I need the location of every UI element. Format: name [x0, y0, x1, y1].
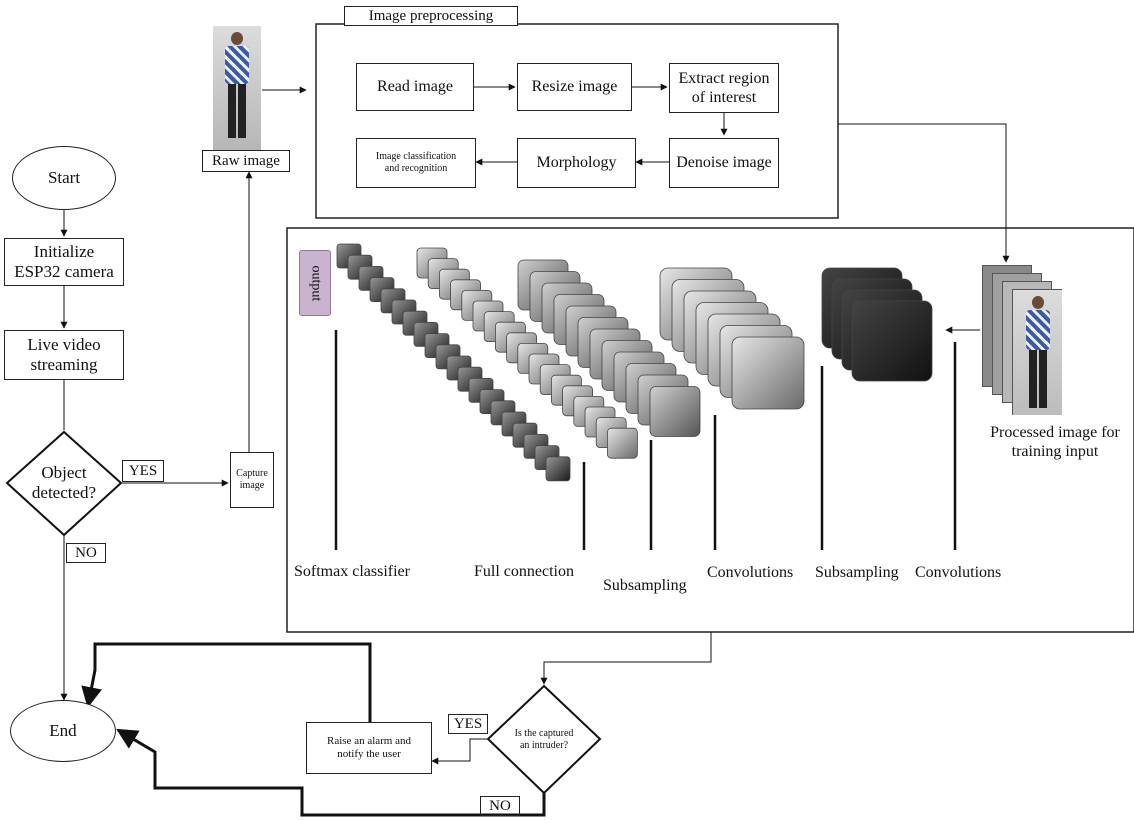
arrow-intruder-alarm	[431, 738, 488, 765]
extract-roi-node: Extract region of interest	[669, 63, 779, 113]
convolutions-label-1: Convolutions	[707, 564, 794, 582]
denoise-label: Denoise image	[676, 154, 772, 172]
capture-image-node: Capture image	[230, 452, 274, 508]
morphology-node: Morphology	[517, 138, 636, 188]
full-connection-map-18	[607, 427, 638, 459]
subsampling-2-map-4	[851, 300, 933, 382]
resize-image-label: Resize image	[531, 78, 618, 96]
yes-label-2: YES	[448, 714, 488, 734]
read-image-node: Read image	[356, 63, 474, 111]
alarm-node: Raise an alarm and notify the user	[306, 722, 432, 774]
full-connection-label: Full connection	[474, 563, 574, 581]
no-label-1: NO	[66, 543, 106, 563]
arrow-cnn-intruder	[540, 632, 712, 685]
initialize-node: Initialize ESP32 camera	[4, 238, 124, 286]
object-detected-label: Object detected?	[31, 462, 97, 502]
preprocessing-title: Image preprocessing	[344, 6, 518, 26]
resize-image-node: Resize image	[517, 63, 632, 111]
preprocessing-frame	[315, 23, 839, 219]
start-node: Start	[12, 146, 116, 210]
cnn-layers	[336, 243, 933, 482]
convolutions-1-map-7	[731, 336, 805, 410]
arrow-preprocessing-processed	[838, 123, 1010, 263]
subsampling-label-1: Subsampling	[603, 577, 687, 595]
softmax-map-20	[545, 456, 571, 482]
start-label: Start	[47, 167, 81, 187]
processed-image-stack	[982, 265, 1062, 415]
arrow-no-intruder-end	[116, 728, 546, 817]
intruder-label: Is the captured an intruder?	[514, 728, 574, 751]
arrow-alarm-end	[81, 642, 372, 722]
processed-image-label: Processed image for training input	[990, 423, 1120, 460]
output-label: output	[308, 265, 324, 301]
yes-label-1: YES	[122, 460, 164, 482]
classification-label: Image classification and recognition	[375, 151, 457, 174]
capture-image-label: Capture image	[236, 468, 268, 491]
raw-image-label: Raw image	[202, 150, 290, 172]
classification-node: Image classification and recognition	[356, 138, 476, 188]
output-node: output	[299, 250, 331, 316]
end-label: End	[49, 720, 77, 740]
extract-roi-label: Extract region of interest	[678, 69, 770, 106]
initialize-label: Initialize ESP32 camera	[14, 241, 114, 281]
alarm-label: Raise an alarm and notify the user	[327, 734, 411, 760]
subsampling-label-2: Subsampling	[815, 564, 899, 582]
no-label-2: NO	[480, 796, 520, 816]
morphology-label: Morphology	[536, 154, 617, 172]
end-node: End	[10, 700, 116, 762]
convolutions-label-2: Convolutions	[915, 564, 1002, 582]
subsampling-1-map-12	[649, 386, 701, 437]
raw-image-photo	[213, 26, 261, 150]
live-video-label: Live video streaming	[27, 334, 101, 374]
softmax-label: Softmax classifier	[294, 563, 410, 581]
denoise-node: Denoise image	[669, 138, 779, 188]
live-video-node: Live video streaming	[4, 330, 124, 380]
read-image-label: Read image	[377, 78, 453, 96]
